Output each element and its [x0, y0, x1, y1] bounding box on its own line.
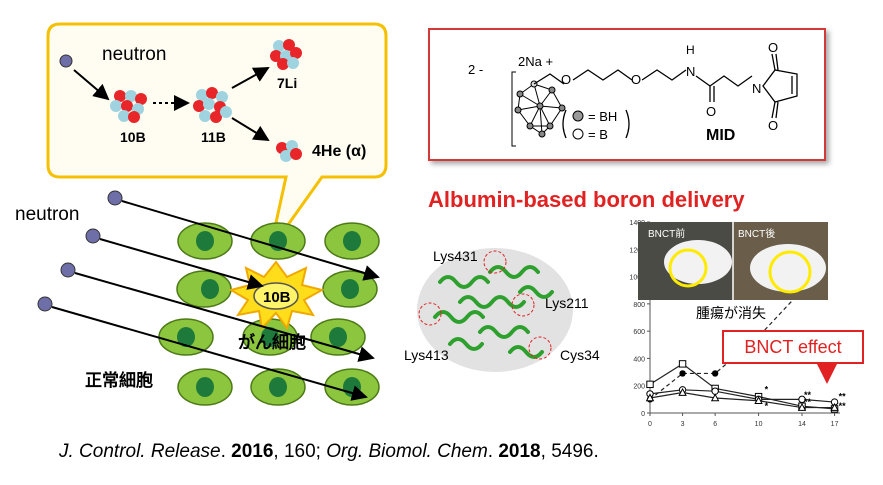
callout-neutron-label: neutron [102, 44, 166, 65]
y-tick-label: 800 [633, 302, 645, 309]
significance-mark: ** [839, 391, 847, 401]
atom-n1: N [686, 64, 695, 79]
tumor-before-marker [668, 248, 708, 288]
citation-journal-1: J. Control. Release [59, 441, 221, 462]
data-point [678, 387, 687, 396]
citation-pages-2: , 5496. [540, 441, 599, 462]
neutron-beams [37, 190, 380, 401]
y-tick-label: 600 [633, 329, 645, 336]
he4-label: 4He (α) [312, 143, 366, 160]
molecule-box: 2 - 2Na + O O H N O N O O = BH = B MID [428, 28, 826, 161]
series-line [649, 391, 835, 409]
data-point [797, 402, 807, 411]
atom-o5: O [768, 118, 778, 133]
x-tick-label: 14 [798, 421, 806, 428]
counterion-label: 2Na + [518, 54, 553, 69]
significance-mark: ** [839, 401, 847, 411]
citation-year-1: 2016 [231, 441, 274, 462]
x-tick-label: 3 [681, 421, 685, 428]
series-line [649, 389, 835, 403]
carborane-cage-icon [514, 80, 566, 138]
legend-b: = B [588, 127, 608, 142]
data-point [754, 396, 763, 405]
normal-cell-label: 正常細胞 [85, 370, 153, 390]
mouse-photo: BNCT前 BNCT後 [638, 222, 828, 300]
significance-mark: * [765, 385, 769, 395]
photo-caption: 腫瘍が消失 [696, 305, 766, 321]
citation-pages-1: , 160; [273, 441, 327, 462]
he4-nucleus-icon [276, 140, 302, 162]
li7-nucleus-icon [270, 39, 302, 70]
data-point [679, 370, 686, 377]
data-point [678, 360, 687, 368]
atom-h: H [686, 43, 695, 57]
b10-callout-label: 10B [120, 129, 146, 145]
neutron-particle [59, 54, 73, 68]
b-legend-icon [572, 128, 584, 140]
bh-legend-icon [572, 110, 584, 122]
legend-bh: = BH [588, 109, 617, 124]
atom-o3: O [706, 104, 716, 119]
data-point [645, 393, 655, 402]
citation-journal-2: Org. Biomol. Chem [326, 441, 488, 462]
significance-mark: ** [804, 397, 812, 407]
atom-o2: O [631, 72, 641, 87]
b11-nucleus-icon [193, 87, 232, 123]
b10-nucleus-icon [110, 90, 147, 123]
citation: J. Control. Release. 2016, 160; Org. Bio… [59, 441, 599, 462]
albumin-structure: Lys431 Lys211 Lys413 Cys34 [404, 248, 600, 372]
neutron-label: neutron [15, 204, 79, 225]
y-tick-label: 200 [633, 384, 645, 391]
mid-structure: 2 - 2Na + O O H N O N O O = BH = B MID [468, 40, 798, 147]
cancer-cell-label: がん細胞 [238, 332, 306, 352]
x-tick-label: 17 [831, 421, 839, 428]
li7-label: 7Li [277, 75, 297, 91]
data-point [646, 380, 654, 389]
atom-o4: O [768, 40, 778, 55]
bnct-effect-label: BNCT effect [722, 330, 864, 364]
photo-before-label: BNCT前 [648, 227, 685, 240]
atom-o1: O [561, 72, 571, 87]
significance-mark: ** [804, 390, 812, 400]
lys431-label: Lys431 [433, 248, 478, 264]
data-point [711, 370, 719, 377]
y-tick-label: 400 [633, 356, 645, 363]
atom-n2: N [752, 81, 761, 96]
tumor-after-marker [768, 250, 812, 294]
data-point [710, 393, 720, 402]
b11-callout-label: 11B [201, 129, 226, 145]
citation-year-2: 2018 [498, 441, 541, 462]
charge-label: 2 - [468, 62, 483, 77]
lys413-label: Lys413 [404, 347, 449, 363]
x-tick-label: 0 [648, 421, 652, 428]
significance-mark: * [765, 401, 769, 411]
y-tick-label: 1000 [629, 275, 645, 282]
photo-after-label: BNCT後 [738, 227, 775, 240]
mid-name: MID [706, 127, 735, 144]
data-point [830, 402, 839, 411]
bnct-diagram: neutron 10B 11B 7Li 4He (α) neutron 10B … [15, 22, 388, 406]
lys211-label: Lys211 [545, 295, 589, 311]
x-tick-label: 10 [755, 421, 763, 428]
headline: Albumin-based boron delivery [428, 187, 745, 212]
down-arrow-icon [817, 364, 837, 384]
b10-cell-label: 10B [263, 289, 291, 306]
y-tick-label: 1400 [629, 220, 645, 227]
y-tick-label: 1200 [629, 247, 645, 254]
callout-bubble [46, 22, 388, 251]
y-tick-label: 0 [641, 411, 645, 418]
data-point [798, 395, 806, 404]
series-line [649, 363, 835, 410]
cys34-label: Cys34 [560, 347, 600, 363]
x-tick-label: 6 [713, 421, 717, 428]
